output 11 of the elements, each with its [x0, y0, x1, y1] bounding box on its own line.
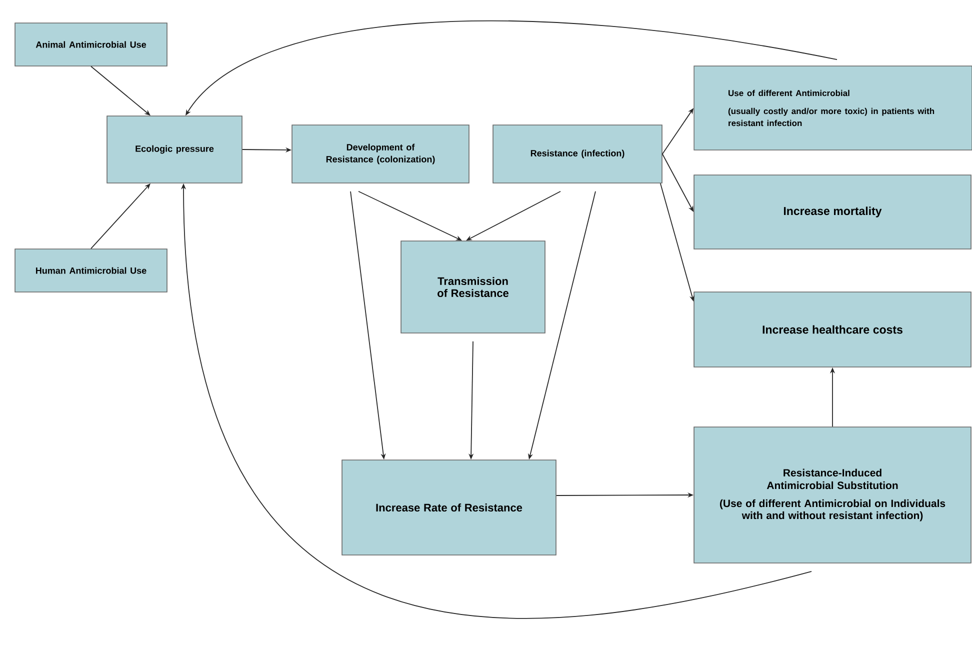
process-box: Resistance (infection)	[492, 124, 662, 184]
process-box: Ecologic pressure	[106, 116, 242, 184]
process-box: Development of Resistance (colonization)	[292, 124, 470, 184]
process-box: Human Antimicrobial Use	[14, 248, 168, 292]
process-box: Increase healthcare costs	[694, 292, 972, 368]
process-box: Increase Rate of Resistance	[342, 460, 556, 556]
process-box: Animal Antimicrobial Use	[14, 22, 168, 66]
process-box: Increase mortality	[694, 174, 972, 250]
process-box: Use of different Antimicrobial (usually costly and/or more toxic) in patients with resistant infection	[694, 66, 972, 150]
process-box: Resistance-Induced Antimicrobial Substitution (Use of different Antimicrobial on Individuals with and without resistant infection)	[694, 426, 972, 564]
process-box: Transmission of Resistance	[400, 240, 546, 334]
